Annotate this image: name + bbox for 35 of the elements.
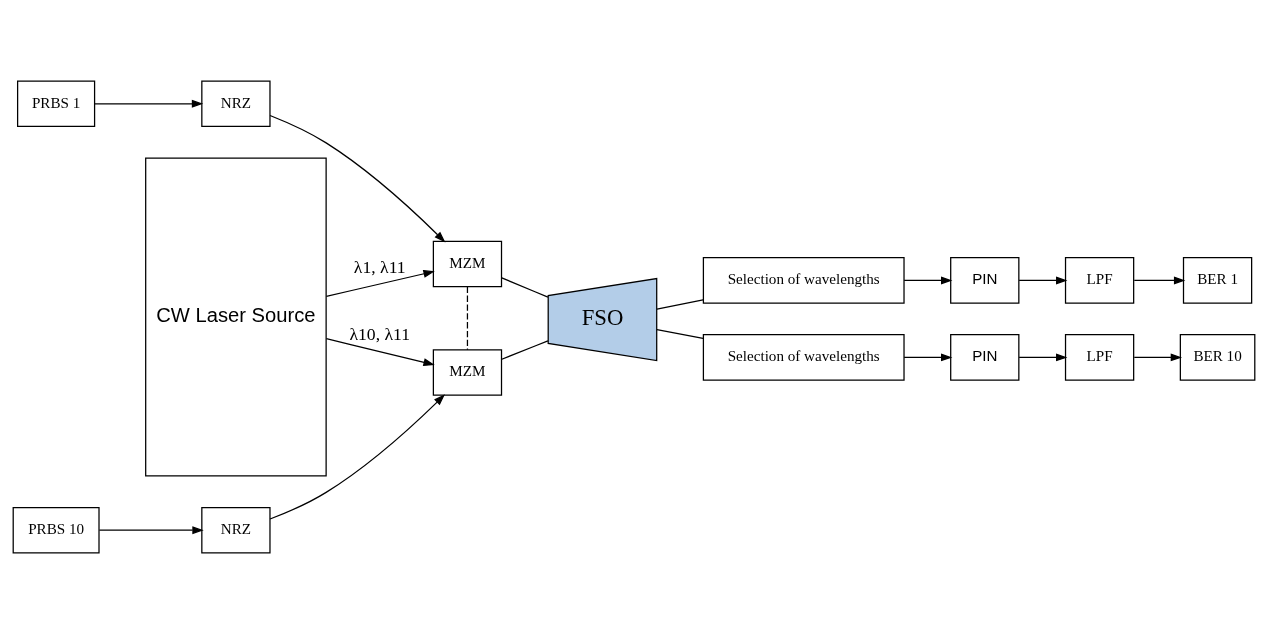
arrow xyxy=(269,114,446,243)
edge-label: λ10, λ11 xyxy=(349,323,411,344)
arrow xyxy=(325,269,435,297)
connector xyxy=(656,299,704,310)
node-box: Selection of wavelengths xyxy=(702,334,905,381)
node-box: NRZ xyxy=(201,506,271,554)
node-box: LPF xyxy=(1064,257,1135,304)
node-box: MZM xyxy=(432,240,503,288)
arrow xyxy=(325,338,435,367)
node-box: FSO xyxy=(547,277,658,362)
arrow xyxy=(1133,276,1186,285)
node-box: LPF xyxy=(1064,334,1135,381)
node-box: PIN xyxy=(950,257,1020,304)
node-box: Selection of wavelengths xyxy=(702,257,905,304)
node-box: BER 10 xyxy=(1179,334,1256,381)
arrow xyxy=(903,353,953,362)
node-box: PRBS 10 xyxy=(12,506,100,554)
node-box: BER 1 xyxy=(1182,257,1253,304)
connector xyxy=(466,286,469,351)
arrow xyxy=(269,394,445,520)
arrow xyxy=(94,99,204,108)
arrow xyxy=(1133,353,1183,362)
edge-label: λ1, λ11 xyxy=(353,257,406,278)
node-box: CW Laser Source xyxy=(145,157,327,477)
node-box: MZM xyxy=(432,349,503,396)
arrow xyxy=(98,526,204,535)
node-box: PIN xyxy=(950,334,1020,381)
connector xyxy=(501,340,549,360)
connector xyxy=(656,329,704,340)
arrow xyxy=(903,276,953,285)
node-box: PRBS 1 xyxy=(17,80,96,128)
connector xyxy=(501,277,549,298)
arrow xyxy=(1018,276,1068,285)
node-box: NRZ xyxy=(201,80,271,128)
arrow xyxy=(1018,353,1068,362)
